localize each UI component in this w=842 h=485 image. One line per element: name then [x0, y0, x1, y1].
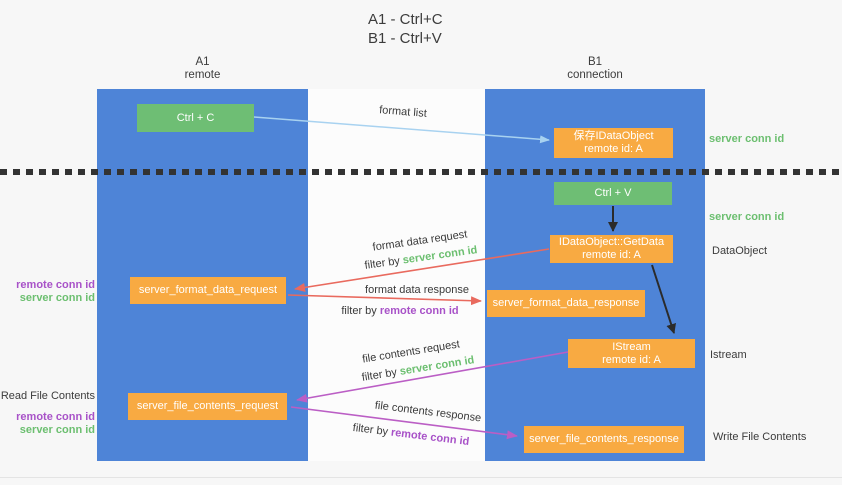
- node-ctrl-c: Ctrl + C: [137, 104, 254, 132]
- node-server-format-data-request-label: server_format_data_request: [138, 284, 278, 296]
- right-server-conn-id-label-mid: server conn id: [709, 211, 785, 223]
- node-server-format-data-response-label: server_format_data_response: [492, 297, 640, 309]
- lane-b1-subtitle: connection: [567, 69, 623, 81]
- istream-label: Istream: [710, 349, 747, 361]
- node-server-file-contents-request-label: server_file_contents_request: [136, 400, 279, 412]
- lane-b1-name: B1: [587, 56, 603, 68]
- node-idataobject-getdata-line1: IDataObject::GetData: [558, 236, 665, 248]
- diagram-title: A1 - Ctrl+C B1 - Ctrl+V: [368, 10, 443, 48]
- dataobject-label: DataObject: [712, 245, 768, 257]
- node-server-file-contents-response-label: server_file_contents_response: [529, 433, 679, 445]
- node-save-dataobject-line1: 保存IDataObject: [573, 130, 654, 142]
- phase-divider-dotted-line: [0, 169, 842, 175]
- right-server-conn-id-label-top: server conn id: [709, 133, 785, 145]
- node-idataobject-getdata: IDataObject::GetData remote id: A: [550, 235, 673, 263]
- lane-a1-name: A1: [195, 56, 210, 68]
- node-istream-line2: remote id: A: [602, 353, 661, 366]
- node-save-dataobject: 保存IDataObject remote id: A: [554, 128, 673, 158]
- format-data-response-label: format data response: [365, 284, 469, 296]
- node-server-format-data-response: server_format_data_response: [487, 290, 645, 317]
- bottom-divider-line: [0, 477, 842, 478]
- node-ctrl-v-label: Ctrl + V: [594, 187, 632, 199]
- title-line-a1: A1 - Ctrl+C: [368, 11, 443, 28]
- node-idataobject-getdata-line2: remote id: A: [582, 249, 641, 261]
- lane-a1-subtitle: remote: [184, 69, 221, 81]
- title-line-b1: B1 - Ctrl+V: [368, 30, 442, 47]
- node-ctrl-c-label: Ctrl + C: [176, 111, 215, 124]
- left-remote-conn-id-label-bottom: remote conn id: [16, 411, 95, 423]
- left-server-conn-id-label-top: server conn id: [19, 292, 95, 304]
- lane-a1-header: A1 remote: [97, 56, 308, 82]
- node-server-file-contents-request: server_file_contents_request: [128, 393, 287, 420]
- node-save-dataobject-line2: remote id: A: [584, 143, 643, 155]
- lane-b1-header: B1 connection: [485, 56, 705, 82]
- node-server-file-contents-response: server_file_contents_response: [524, 426, 684, 453]
- left-remote-conn-id-label-top: remote conn id: [16, 279, 95, 291]
- left-server-conn-id-label-bottom: server conn id: [19, 424, 95, 436]
- node-server-format-data-request: server_format_data_request: [130, 277, 286, 304]
- node-istream-line1: IStream: [612, 340, 651, 353]
- node-istream: IStream remote id: A: [568, 339, 695, 368]
- write-file-contents-label: Write File Contents: [713, 431, 807, 443]
- node-ctrl-v: Ctrl + V: [554, 182, 672, 205]
- read-file-contents-label: Read File Contents: [0, 390, 95, 402]
